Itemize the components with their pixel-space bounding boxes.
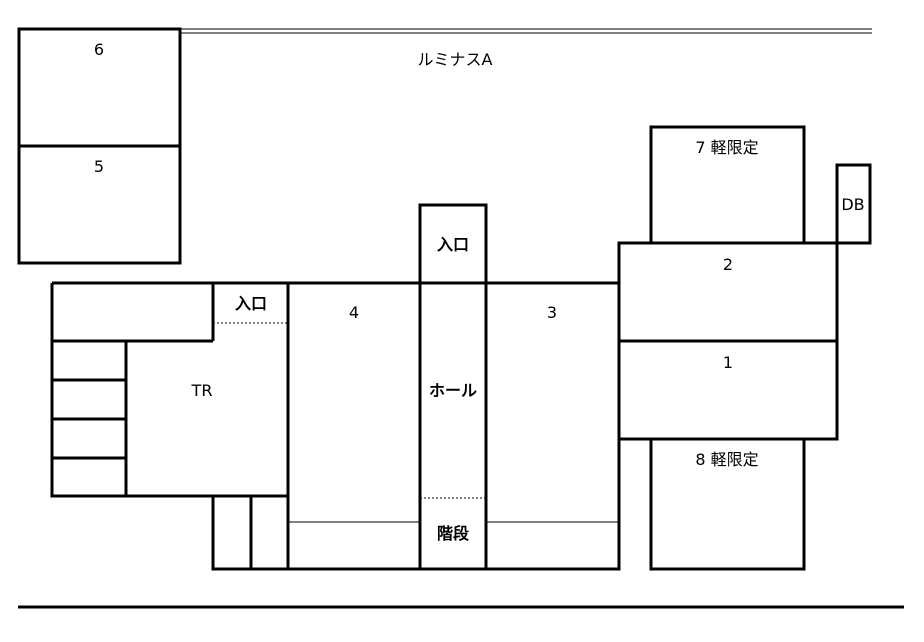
label-db: DB <box>841 195 864 214</box>
label-space-4: 4 <box>349 303 359 322</box>
label-space-7: 7 軽限定 <box>695 138 758 157</box>
label-space-6: 6 <box>94 40 104 59</box>
map-title: ルミナスA <box>418 50 493 69</box>
label-entrance-left: 入口 <box>235 294 267 313</box>
label-hall: ホール <box>429 381 477 400</box>
label-tr: TR <box>191 381 213 400</box>
parking-space-5 <box>17 144 182 265</box>
label-space-2: 2 <box>723 255 733 274</box>
label-space-1: 1 <box>723 353 733 372</box>
db-box <box>835 163 872 245</box>
label-entrance-top: 入口 <box>437 235 469 254</box>
label-stairs: 階段 <box>437 524 470 543</box>
label-space-5: 5 <box>94 157 104 176</box>
label-space-8: 8 軽限定 <box>695 450 758 469</box>
building-outline <box>50 281 621 571</box>
label-space-3: 3 <box>547 303 557 322</box>
